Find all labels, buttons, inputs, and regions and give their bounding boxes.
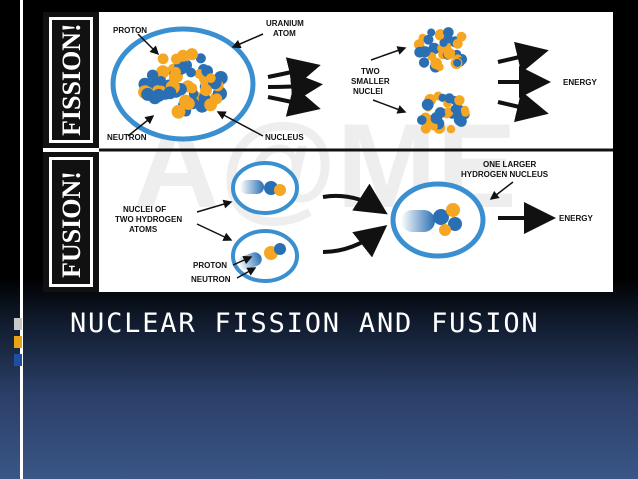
proton-particle <box>456 31 467 42</box>
uranium-nucleus <box>138 48 228 119</box>
neutron-particle <box>427 28 436 37</box>
neutron-particle <box>186 67 196 78</box>
label-neutron-fission: NEUTRON <box>107 133 147 142</box>
neutron-particle <box>419 46 431 58</box>
fusion-side-label: FUSION! <box>57 171 86 278</box>
proton-particle <box>454 95 465 106</box>
neutron-particle <box>443 27 454 38</box>
proton-particle <box>171 104 186 119</box>
label-nucleus: NUCLEUS <box>265 133 304 142</box>
fusion-side-bar: FUSION! <box>43 152 99 292</box>
label-smaller: SMALLER <box>351 77 390 86</box>
proton-particle <box>186 83 198 94</box>
neutron-particle <box>421 98 434 111</box>
neutron-particle <box>434 107 446 119</box>
neutron-particle <box>423 34 434 45</box>
fusion-converging-arrows <box>322 183 388 258</box>
fission-pointers <box>127 33 407 137</box>
proton-particle <box>204 98 218 112</box>
proton-particle <box>205 73 216 84</box>
proton-particle <box>461 108 470 117</box>
proton-particle <box>435 62 444 72</box>
label-one-larger: ONE LARGER <box>483 160 537 169</box>
label-uranium: URANIUM <box>266 19 304 28</box>
label-atom: ATOM <box>273 29 296 38</box>
neutron-particle <box>450 104 460 114</box>
hydrogen-atom-bottom <box>231 229 299 283</box>
proton-particle <box>446 125 456 134</box>
label-atoms: ATOMS <box>129 225 158 234</box>
left-rule <box>20 0 23 479</box>
fission-energy-arrows <box>497 41 551 123</box>
neutron-particle <box>418 57 430 68</box>
proton-particle <box>177 49 190 62</box>
fission-split-arrows <box>267 57 323 117</box>
label-neutron-fusion: NEUTRON <box>191 275 231 284</box>
neutron-particle <box>141 87 155 101</box>
proton-particle <box>156 65 170 79</box>
proton-particle <box>157 53 169 65</box>
neutron-particle <box>163 86 177 100</box>
accent-square-gold <box>14 336 22 348</box>
label-proton-fission: PROTON <box>113 26 147 35</box>
slide-title: NUCLEAR FISSION AND FUSION <box>70 308 540 339</box>
smaller-nucleus-bottom <box>417 91 470 134</box>
proton-particle <box>179 94 193 109</box>
fission-side-label: FISSION! <box>57 23 86 136</box>
proton-particle <box>200 84 212 97</box>
neutron-particle <box>417 115 427 125</box>
fission-side-bar: FISSION! <box>43 12 99 148</box>
label-two-hydrogen: TWO HYDROGEN <box>115 215 182 224</box>
smaller-nucleus-top <box>413 27 468 73</box>
neutron-particle <box>195 53 206 64</box>
fission-fusion-diagram: A@ME FISSION! FUSION! <box>43 12 613 292</box>
proton-particle <box>429 122 438 131</box>
label-nuclei: NUCLEI <box>353 87 383 96</box>
uranium-atom <box>110 26 256 142</box>
label-proton-fusion: PROTON <box>193 261 227 270</box>
fusion-pointers <box>196 181 514 279</box>
label-energy-fission: ENERGY <box>563 78 597 87</box>
neutron-particle <box>428 42 441 55</box>
hydrogen-atom-top <box>231 161 299 215</box>
label-nuclei-of: NUCLEI OF <box>123 205 166 214</box>
accent-square-blue <box>14 354 22 366</box>
proton-particle <box>170 66 181 78</box>
neutron-particle <box>152 88 166 102</box>
neutron-particle <box>439 38 448 47</box>
proton-particle <box>436 29 445 39</box>
larger-hydrogen-nucleus <box>390 181 486 259</box>
neutron-particle <box>146 69 159 81</box>
label-energy-fusion: ENERGY <box>559 214 593 223</box>
label-hydrogen-nucleus: HYDROGEN NUCLEUS <box>461 170 549 179</box>
label-two: TWO <box>361 67 380 76</box>
neutron-particle <box>453 58 462 67</box>
accent-square-gray <box>14 318 22 330</box>
neutron-particle <box>156 76 166 86</box>
